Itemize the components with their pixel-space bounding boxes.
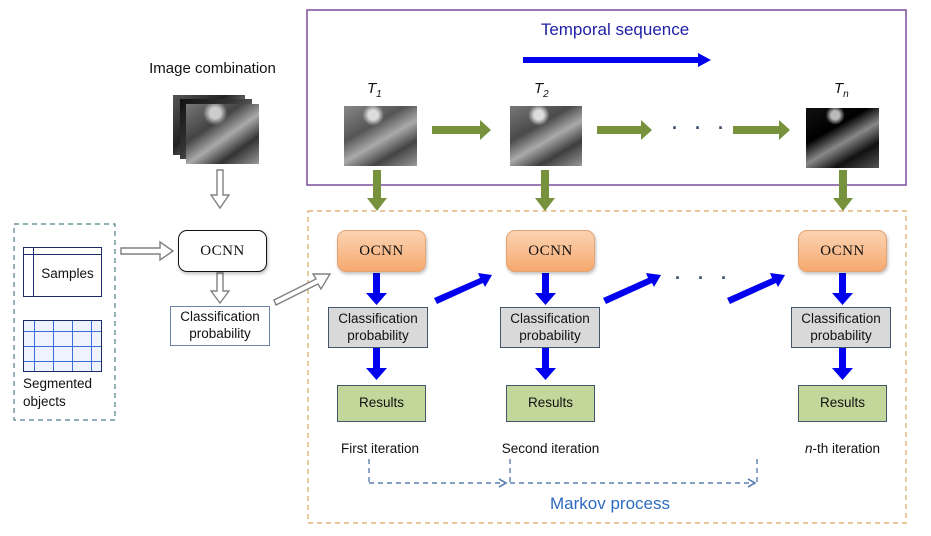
t2-base: T xyxy=(534,80,544,97)
image-combination-title: Image combination xyxy=(149,60,276,77)
iteration-1-caption: First iteration xyxy=(340,441,420,456)
green-arrow-t1-down xyxy=(367,170,387,211)
segmented-label-line1: Segmented xyxy=(23,376,93,391)
satellite-image-t2 xyxy=(510,106,582,166)
prob-line1: Classification xyxy=(510,310,590,326)
ocnn-label: OCNN xyxy=(820,242,865,259)
ocnn-label: OCNN xyxy=(359,242,404,259)
ocnn-label: OCNN xyxy=(528,242,573,259)
temporal-sequence-frame xyxy=(306,9,907,186)
iteration-n-classification-probability: Classification probability xyxy=(791,307,891,348)
prob-line1: Classification xyxy=(338,310,418,326)
green-arrow-t2-down xyxy=(535,170,555,211)
blue-arrow-iter1-to-iter2 xyxy=(434,273,492,304)
prob-line1: Classification xyxy=(801,310,881,326)
prob-line2: probability xyxy=(189,326,251,341)
tn-sub: n xyxy=(843,89,849,100)
samples-table-icon: Samples xyxy=(23,247,102,297)
hollow-arrow-ocnn-to-prob xyxy=(209,272,231,305)
green-arrow-t2-dots xyxy=(597,120,652,140)
iteration-n-results: Results xyxy=(798,385,887,422)
segmented-objects-label: Segmented objects xyxy=(23,375,92,410)
markov-process-arrows xyxy=(368,459,758,488)
green-arrow-t1-t2 xyxy=(432,120,491,140)
iteration-n-caption: n-th iteration xyxy=(780,441,905,456)
stacked-image-front xyxy=(186,104,259,164)
caption-text: -th iteration xyxy=(812,441,881,456)
caption-italic-prefix: n xyxy=(804,441,813,456)
temporal-ellipsis: · · · xyxy=(672,118,730,138)
segmented-objects-image xyxy=(23,320,102,372)
blue-arrow-iter2-to-dots xyxy=(603,273,661,304)
blue-arrow-iter1-prob-results xyxy=(366,348,387,380)
iteration-1-classification-probability: Classification probability xyxy=(328,307,428,348)
time-label-tn: Tn xyxy=(834,80,849,100)
time-label-t1: T1 xyxy=(367,80,382,100)
iteration-1-results: Results xyxy=(337,385,426,422)
results-label: Results xyxy=(358,395,404,411)
markov-process-label: Markov process xyxy=(550,494,670,513)
iteration-2-caption: Second iteration xyxy=(501,441,600,456)
iteration-2-ocnn-node: OCNN xyxy=(506,230,595,272)
tn-base: T xyxy=(834,80,844,97)
hollow-arrow-prob-to-iteration xyxy=(273,273,332,306)
temporal-sequence-label: Temporal sequence xyxy=(540,20,690,39)
t1-sub: 1 xyxy=(376,89,382,100)
iteration-2-classification-probability: Classification probability xyxy=(500,307,600,348)
hollow-arrow-image-to-ocnn xyxy=(209,169,231,210)
results-label: Results xyxy=(819,395,865,411)
blue-arrow-itern-prob-results xyxy=(832,348,853,380)
satellite-image-t1 xyxy=(344,106,417,166)
green-arrow-tn-down xyxy=(833,170,853,211)
segmented-label-line2: objects xyxy=(23,393,66,409)
markov-process-frame xyxy=(307,210,907,524)
blue-arrow-iter2-prob-results xyxy=(535,348,556,380)
image-stack xyxy=(173,95,260,165)
iteration-n-ocnn-node: OCNN xyxy=(798,230,887,272)
prob-line1: Classification xyxy=(180,309,260,325)
blue-arrow-itern-ocnn-prob xyxy=(832,273,853,305)
temporal-sequence-arrow xyxy=(523,53,711,67)
iteration-ellipsis: · · · xyxy=(675,268,733,288)
green-arrow-dots-tn xyxy=(733,120,790,140)
prob-line2: probability xyxy=(519,327,581,343)
blue-arrow-iter2-ocnn-prob xyxy=(535,273,556,305)
blue-arrow-iter1-ocnn-prob xyxy=(366,273,387,305)
hollow-arrow-samples-to-ocnn xyxy=(120,240,175,262)
iteration-1-ocnn-node: OCNN xyxy=(337,230,426,272)
results-label: Results xyxy=(527,395,573,411)
t1-base: T xyxy=(367,80,377,97)
prob-line2: probability xyxy=(347,327,409,343)
initial-ocnn-node: OCNN xyxy=(178,230,267,272)
initial-classification-probability: Classification probability xyxy=(170,306,270,346)
initial-ocnn-label: OCNN xyxy=(200,242,245,259)
t2-sub: 2 xyxy=(543,89,549,100)
satellite-image-tn xyxy=(806,108,879,168)
time-label-t2: T2 xyxy=(534,80,549,100)
prob-line2: probability xyxy=(810,327,872,343)
blue-arrow-dots-to-itern xyxy=(727,273,785,304)
samples-label: Samples xyxy=(41,266,94,281)
training-data-frame xyxy=(13,223,116,421)
iteration-2-results: Results xyxy=(506,385,595,422)
